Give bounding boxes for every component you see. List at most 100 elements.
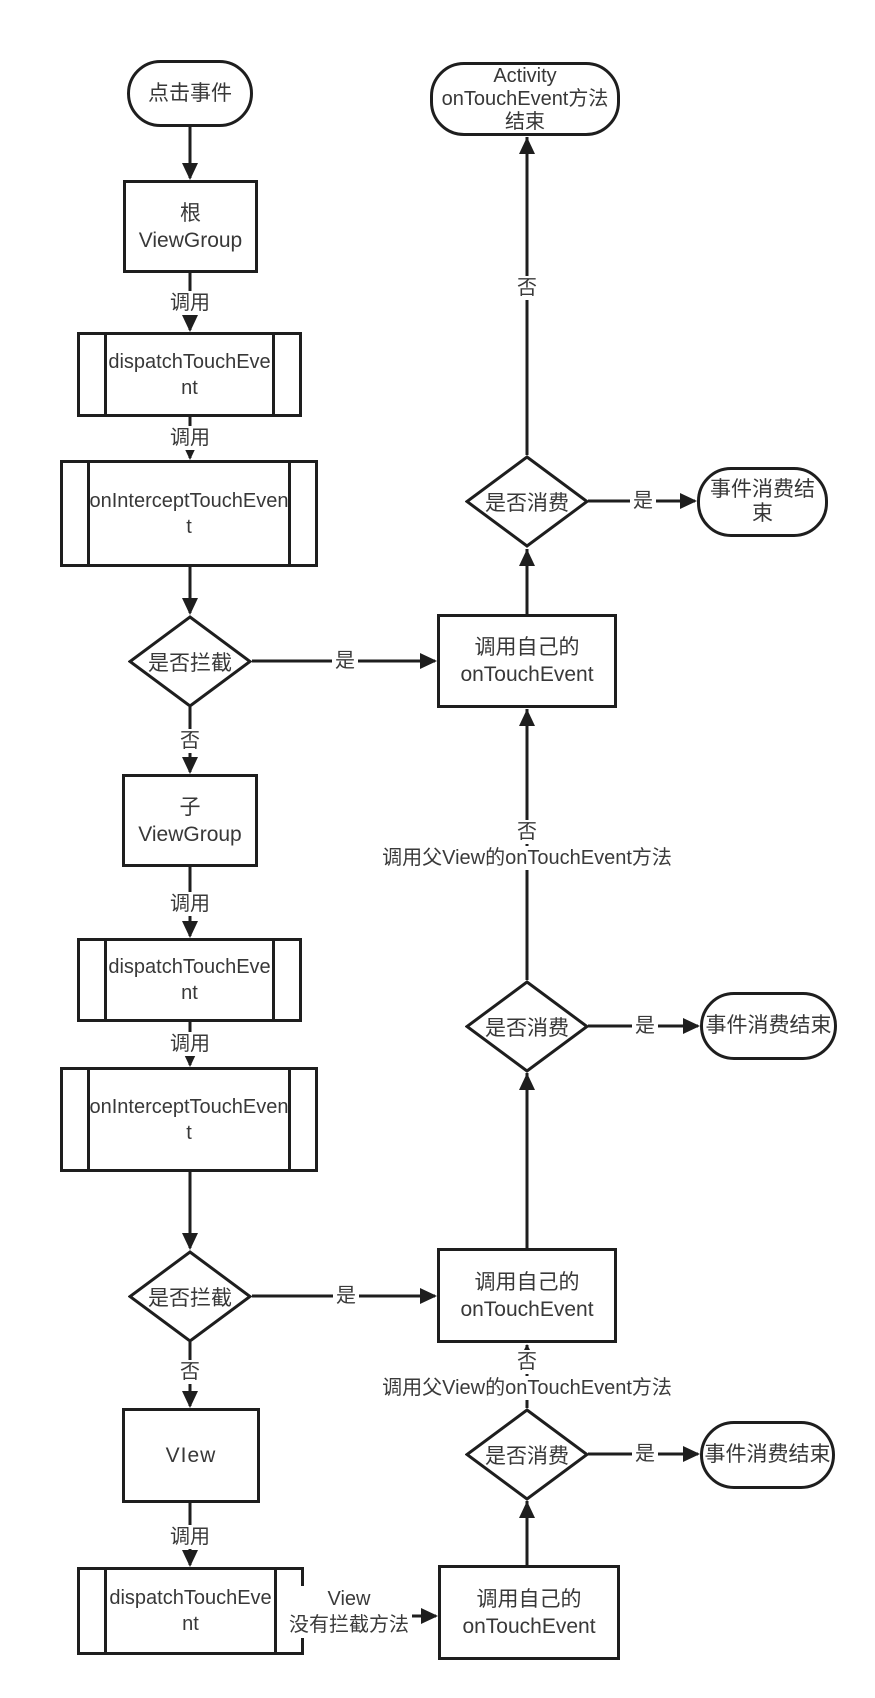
subroutine-bar-icon bbox=[288, 1070, 291, 1169]
child-viewgroup-label: 子 ViewGroup bbox=[138, 794, 242, 848]
node-dispatch-touch-event-1: dispatchTouchEvent bbox=[77, 332, 302, 417]
call-own-2-line2: onTouchEvent bbox=[460, 1297, 594, 1321]
arrow-down-icon bbox=[182, 315, 198, 332]
arrow-up-icon bbox=[519, 709, 535, 726]
node-is-consume-1: 是否消费 bbox=[465, 455, 589, 548]
arrow-down-icon bbox=[182, 1391, 198, 1408]
is-consume-3-label: 是否消费 bbox=[485, 1444, 569, 1468]
consume-end-3-label: 事件消费结束 bbox=[704, 1443, 831, 1466]
arrow-right-icon bbox=[683, 1018, 700, 1034]
node-start-label: 点击事件 bbox=[148, 81, 232, 105]
call-own-1-line2: onTouchEvent bbox=[460, 663, 594, 686]
node-consume-end-1: 事件消费结束 bbox=[697, 467, 828, 537]
node-consume-end-2: 事件消费结束 bbox=[700, 992, 837, 1060]
arrow-right-icon bbox=[420, 1288, 437, 1304]
edge-label-no-5: 否 bbox=[514, 1350, 540, 1374]
root-vg-line1: 根 bbox=[179, 201, 201, 225]
node-on-intercept-touch-event-2: onInterceptTouchEvent bbox=[60, 1067, 318, 1172]
is-consume-2-label: 是否消费 bbox=[485, 1016, 569, 1040]
node-call-own-ontouch-3: 调用自己的 onTouchEvent bbox=[438, 1565, 620, 1660]
subroutine-bar-icon bbox=[87, 463, 90, 564]
edge-label-yes-2: 是 bbox=[333, 1284, 359, 1308]
view-no-intercept-line2: 没有拦截方法 bbox=[289, 1614, 409, 1636]
edge-label-call-2: 调用 bbox=[167, 426, 213, 450]
dispatch-2-label: dispatchTouchEvent bbox=[108, 956, 271, 1004]
edge-label-yes-3: 是 bbox=[630, 489, 656, 513]
subroutine-bar-icon bbox=[274, 1570, 277, 1652]
edge-label-no-4: 否 bbox=[514, 820, 540, 844]
node-is-consume-2: 是否消费 bbox=[465, 980, 589, 1073]
diamond-shape-icon bbox=[465, 980, 589, 1073]
dispatch-3-label: dispatchTouchEvent bbox=[109, 1587, 272, 1635]
arrow-down-icon bbox=[182, 1233, 198, 1250]
activity-end-line2: onTouchEvent方法 bbox=[441, 87, 609, 110]
node-child-viewgroup: 子 ViewGroup bbox=[122, 774, 258, 867]
node-consume-end-3: 事件消费结束 bbox=[700, 1421, 835, 1489]
is-intercept-2-label: 是否拦截 bbox=[148, 1286, 232, 1310]
root-vg-line2: ViewGroup bbox=[138, 228, 243, 252]
child-vg-line1: 子 bbox=[179, 795, 201, 819]
edge-label-yes-1: 是 bbox=[332, 649, 358, 673]
view-no-intercept-line1: View bbox=[327, 1588, 371, 1610]
node-activity-end-label: Activity onTouchEvent方法 结束 bbox=[442, 65, 609, 134]
edge-label-call-parent-1: 调用父View的onTouchEvent方法 bbox=[379, 846, 675, 870]
node-activity-end: Activity onTouchEvent方法 结束 bbox=[430, 62, 620, 136]
consume-end-2-label: 事件消费结束 bbox=[705, 1014, 832, 1037]
arrow-up-icon bbox=[519, 549, 535, 566]
activity-end-line1: Activity bbox=[493, 64, 557, 87]
arrow-up-icon bbox=[519, 1501, 535, 1518]
node-is-intercept-1: 是否拦截 bbox=[128, 615, 252, 708]
diamond-shape-icon bbox=[128, 615, 252, 708]
edge-label-no-1: 否 bbox=[177, 729, 203, 753]
edge-label-view-no-intercept: View 没有拦截方法 bbox=[286, 1586, 412, 1638]
is-intercept-1-label: 是否拦截 bbox=[148, 651, 232, 675]
node-is-intercept-2: 是否拦截 bbox=[128, 1250, 252, 1343]
arrow-down-icon bbox=[182, 598, 198, 615]
node-root-viewgroup: 根 ViewGroup bbox=[123, 180, 258, 273]
call-own-3-line2: onTouchEvent bbox=[462, 1614, 596, 1638]
arrow-down-icon bbox=[182, 1550, 198, 1567]
edge-label-no-2: 否 bbox=[177, 1360, 203, 1384]
arrow-right-icon bbox=[680, 493, 697, 509]
edge-label-yes-5: 是 bbox=[632, 1442, 658, 1466]
edge-label-call-4: 调用 bbox=[167, 1032, 213, 1056]
call-own-2-label: 调用自己的 onTouchEvent bbox=[460, 1269, 593, 1323]
child-vg-line2: ViewGroup bbox=[138, 822, 242, 846]
dispatch-1-label: dispatchTouchEvent bbox=[108, 350, 271, 399]
subroutine-bar-icon bbox=[288, 463, 291, 564]
arrow-down-icon bbox=[182, 163, 198, 180]
edge-label-call-1: 调用 bbox=[167, 291, 213, 315]
arrow-down-icon bbox=[182, 757, 198, 774]
call-own-1-label: 调用自己的 onTouchEvent bbox=[460, 634, 593, 688]
root-viewgroup-label: 根 ViewGroup bbox=[139, 200, 243, 254]
consume-end-1-label: 事件消费结束 bbox=[710, 478, 815, 525]
node-call-own-ontouch-2: 调用自己的 onTouchEvent bbox=[437, 1248, 617, 1343]
edge-label-call-parent-2: 调用父View的onTouchEvent方法 bbox=[379, 1376, 675, 1400]
activity-end-line3: 结束 bbox=[504, 110, 545, 133]
node-start: 点击事件 bbox=[127, 60, 253, 127]
subroutine-bar-icon bbox=[87, 1070, 90, 1169]
intercept-1-label: onInterceptTouchEvent bbox=[89, 489, 289, 538]
edge-label-call-3: 调用 bbox=[167, 892, 213, 916]
subroutine-bar-icon bbox=[104, 335, 107, 414]
diamond-shape-icon bbox=[465, 1408, 589, 1501]
call-own-2-line1: 调用自己的 bbox=[474, 1270, 580, 1294]
diamond-shape-icon bbox=[128, 1250, 252, 1343]
node-dispatch-touch-event-3: dispatchTouchEvent bbox=[77, 1567, 304, 1655]
node-is-consume-3: 是否消费 bbox=[465, 1408, 589, 1501]
intercept-2-label: onInterceptTouchEvent bbox=[89, 1095, 289, 1144]
arrow-up-icon bbox=[519, 137, 535, 154]
node-dispatch-touch-event-2: dispatchTouchEvent bbox=[77, 938, 302, 1022]
arrow-right-icon bbox=[683, 1446, 700, 1462]
node-on-intercept-touch-event-1: onInterceptTouchEvent bbox=[60, 460, 318, 567]
arrow-right-icon bbox=[420, 653, 437, 669]
arrow-right-icon bbox=[421, 1608, 438, 1624]
subroutine-bar-icon bbox=[104, 1570, 107, 1652]
subroutine-bar-icon bbox=[272, 335, 275, 414]
edge-label-no-3: 否 bbox=[514, 276, 540, 300]
is-consume-1-label: 是否消费 bbox=[485, 491, 569, 515]
edge-label-call-5: 调用 bbox=[167, 1525, 213, 1549]
node-call-own-ontouch-1: 调用自己的 onTouchEvent bbox=[437, 614, 617, 708]
edge-label-yes-4: 是 bbox=[632, 1014, 658, 1038]
